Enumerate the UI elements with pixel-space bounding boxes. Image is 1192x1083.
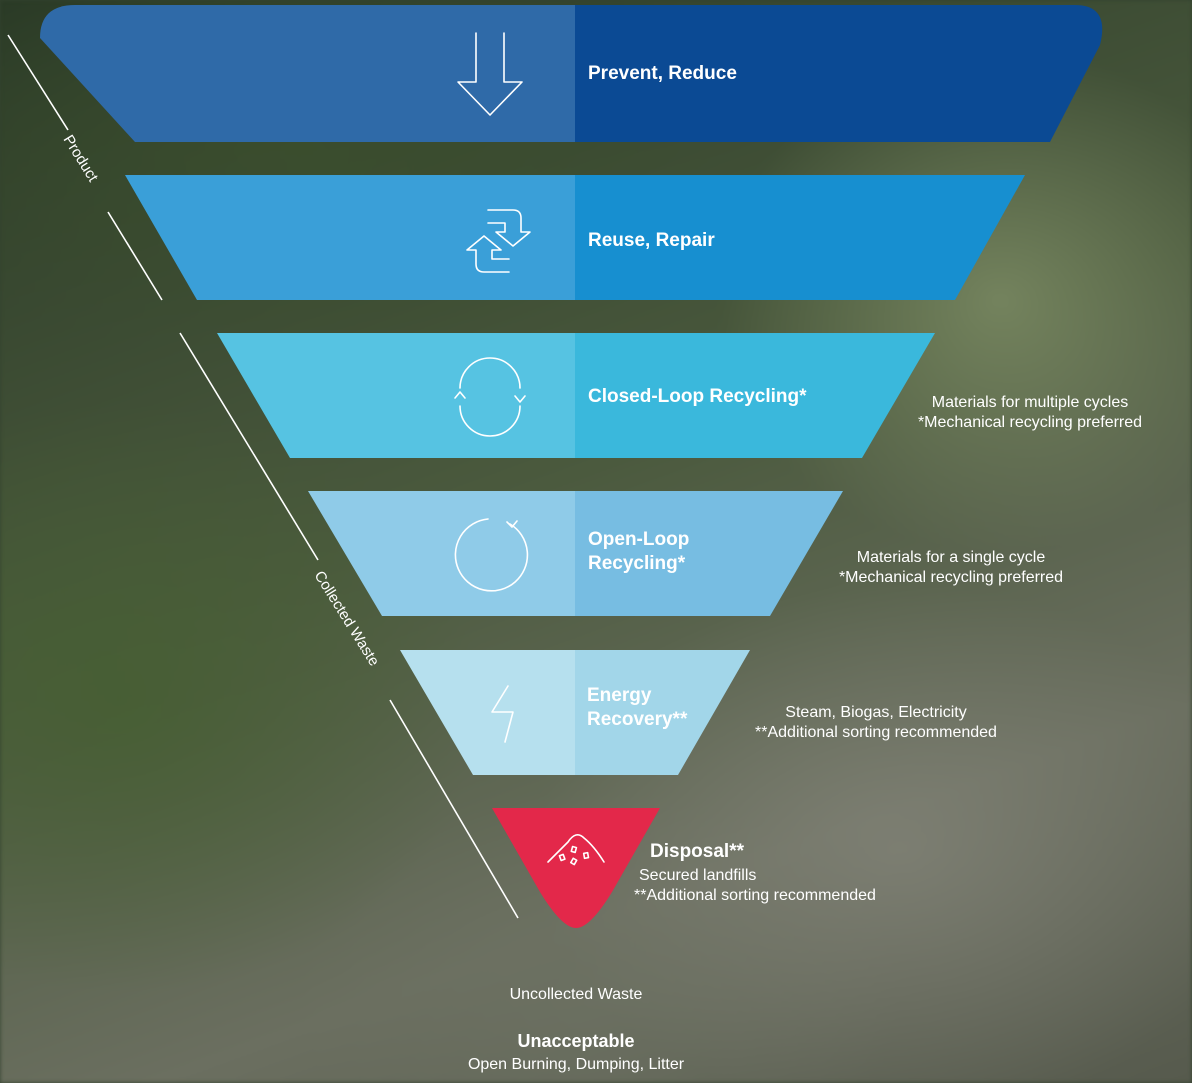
tier-closed-loop-recycling bbox=[217, 333, 935, 458]
tier-open-loop-recycling bbox=[308, 491, 843, 616]
tier-label-line: Energy bbox=[587, 685, 652, 706]
tier-disposal bbox=[492, 808, 660, 928]
tier-label-line: Recycling* bbox=[588, 552, 686, 574]
note-line: Secured landfills bbox=[639, 867, 757, 884]
tier-label-reuse-repair: Reuse, Repair bbox=[588, 230, 715, 251]
down-arrow-icon bbox=[457, 32, 523, 116]
uncollected-waste-label: Uncollected Waste bbox=[509, 986, 643, 1003]
note-open-loop: Materials for a single cycle *Mechanical… bbox=[804, 548, 1098, 588]
lightning-icon bbox=[491, 685, 514, 743]
note-line: *Mechanical recycling preferred bbox=[838, 569, 1064, 586]
refresh-arrows-icon bbox=[466, 209, 531, 273]
note-line: **Additional sorting recommended bbox=[755, 724, 997, 741]
note-line: Materials for multiple cycles bbox=[931, 394, 1129, 411]
tier-label-disposal: Disposal** bbox=[650, 841, 744, 862]
unacceptable-subtitle: Open Burning, Dumping, Litter bbox=[467, 1056, 685, 1073]
tier-label-line: Open-Loop bbox=[588, 529, 690, 550]
open-loop-icon bbox=[454, 518, 529, 592]
tier-label-prevent-reduce: Prevent, Reduce bbox=[588, 63, 737, 84]
note-closed-loop: Materials for multiple cycles *Mechanica… bbox=[898, 393, 1162, 433]
tier-reuse-repair bbox=[125, 175, 1025, 300]
note-line: *Mechanical recycling preferred bbox=[917, 414, 1143, 431]
note-disposal: Secured landfills **Additional sorting r… bbox=[634, 866, 876, 906]
circular-loop-icon bbox=[454, 357, 526, 437]
landfill-icon bbox=[547, 834, 605, 866]
tier-prevent-reduce bbox=[40, 5, 1103, 142]
note-line: Materials for a single cycle bbox=[856, 549, 1046, 566]
tier-label-energy-recovery: Energy Recovery** bbox=[587, 684, 687, 732]
side-lines bbox=[7, 34, 519, 919]
tier-label-closed-loop-recycling: Closed-Loop Recycling* bbox=[588, 386, 807, 407]
note-line: **Additional sorting recommended bbox=[634, 887, 876, 904]
tier-label-line: Recovery** bbox=[587, 708, 688, 730]
note-line: Steam, Biogas, Electricity bbox=[785, 704, 967, 721]
note-energy-recovery: Steam, Biogas, Electricity **Additional … bbox=[718, 703, 1034, 743]
unacceptable-title: Unacceptable bbox=[517, 1031, 635, 1051]
tier-energy-recovery bbox=[400, 650, 750, 775]
tier-label-open-loop-recycling: Open-Loop Recycling* bbox=[588, 528, 689, 576]
